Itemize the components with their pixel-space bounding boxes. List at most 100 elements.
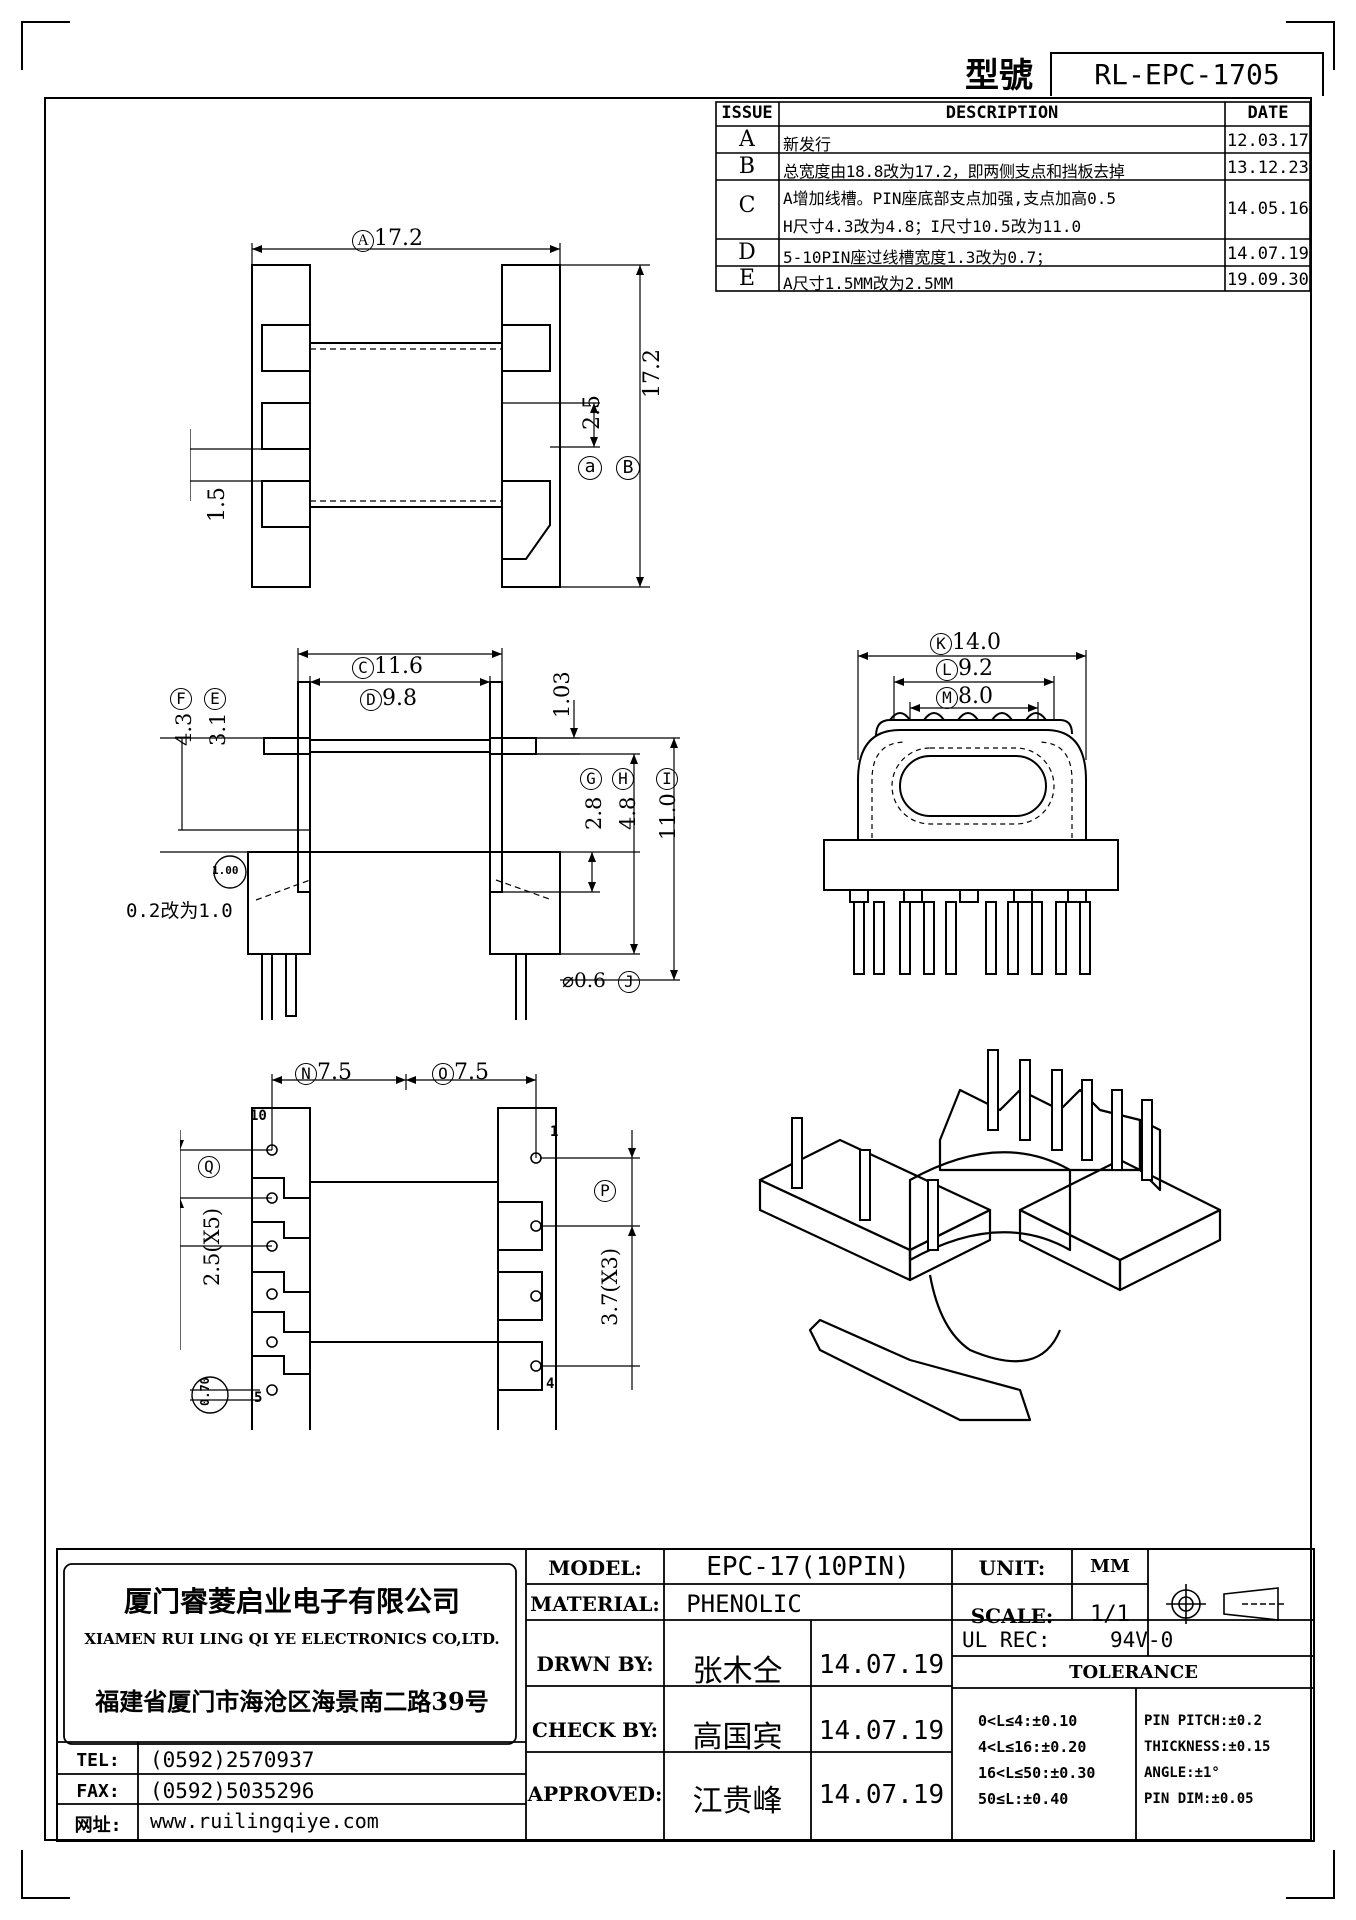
approved-by-name: 江贵峰 [692, 1784, 783, 1819]
pin-number: 4 [546, 1376, 555, 1392]
rev-header-description: DESCRIPTION [945, 103, 1059, 123]
rev-date: 13.12.23 [1227, 158, 1309, 178]
tolerance-item: ANGLE:±1° [1144, 1765, 1220, 1781]
rev-date: 14.07.19 [1227, 244, 1309, 264]
dim-value: 1.5 [205, 487, 230, 522]
rev-description: A尺寸1.5MM改为2.5MM [783, 274, 953, 293]
dim-value: 7.5 [317, 1060, 352, 1085]
dim-tag: A [352, 230, 374, 252]
dim-value: 2.5 [580, 395, 605, 430]
tolerance-item: PIN PITCH:±0.2 [1144, 1713, 1263, 1729]
revision-table-grid [715, 101, 1311, 292]
tolerance-item: 50≤L:±0.40 [978, 1790, 1069, 1808]
rev-description: H尺寸4.3改为4.8；I尺寸10.5改为11.0 [783, 217, 1082, 236]
dim-value: ⌀0.6 [562, 968, 606, 992]
dim-tag: I [656, 768, 678, 790]
tel-label: TEL: [76, 1750, 120, 1771]
dim-value: 2.8 [582, 796, 606, 830]
side-view [160, 648, 680, 1020]
rev-date: 12.03.17 [1227, 131, 1309, 151]
rev-date: 14.05.16 [1227, 199, 1309, 219]
dim-tag: F [170, 688, 192, 710]
dim-tag: N [295, 1063, 317, 1085]
company-name-cn: 厦门睿菱启业电子有限公司 [123, 1585, 460, 1618]
dim-value: 9.8 [382, 686, 417, 711]
drawn-date: 14.07.19 [818, 1650, 945, 1680]
dim-value: 4.8 [616, 796, 640, 830]
dim-value: 3.1 [206, 712, 230, 746]
projection-symbol-icon [1166, 1584, 1286, 1624]
pin-number: 5 [254, 1390, 263, 1406]
rev-issue: C [738, 193, 756, 218]
approved-label: APPROVED: [527, 1782, 663, 1806]
dim-value: 1.03 [550, 671, 574, 718]
rev-description: 新发行 [783, 135, 832, 154]
tolerance-list-left: 0<L≤4:±0.10 4<L≤16:±0.20 16<L≤50:±0.30 5… [978, 1708, 1095, 1812]
rev-description: 总宽度由18.8改为17.2，即两侧支点和挡板去掉 [783, 162, 1125, 181]
front-view [823, 650, 1119, 975]
dim-tag: Q [198, 1156, 220, 1178]
tel-value: (0592)2570937 [150, 1748, 315, 1772]
drawn-by-name: 张木仝 [692, 1654, 783, 1689]
dim-tag: D [360, 689, 382, 711]
rev-header-issue: ISSUE [721, 103, 773, 123]
dim-value: 7.5 [454, 1060, 489, 1085]
dim-value: 11.6 [374, 654, 423, 679]
dim-tag: P [594, 1180, 616, 1202]
scale-value: 1/1 [1090, 1602, 1130, 1627]
tolerance-item: 0<L≤4:±0.10 [978, 1712, 1078, 1730]
title-block [56, 1548, 1315, 1842]
top-view [190, 243, 650, 588]
pin-number: 10 [250, 1108, 267, 1124]
drawn-by-label: DRWN BY: [536, 1652, 654, 1676]
material-value: PHENOLIC [686, 1590, 802, 1618]
ul-label: UL REC: [962, 1628, 1051, 1652]
material-label: MATERIAL: [530, 1592, 660, 1616]
tolerance-item: 16<L≤50:±0.30 [978, 1764, 1096, 1782]
rev-issue: A [739, 127, 755, 152]
dim-tag: J [617, 971, 640, 993]
tolerance-item: THICKNESS:±0.15 [1144, 1739, 1271, 1755]
model-number: RL-EPC-1705 [1050, 52, 1324, 96]
dim-tag: E [204, 688, 226, 710]
company-name-en: XIAMEN RUI LING QI YE ELECTRONICS CO,LTD… [84, 1630, 500, 1648]
rev-description: A增加线槽。PIN座底部支点加强,支点加高0.5 [783, 189, 1117, 208]
dim-tag: L [936, 659, 958, 681]
dim-tag: O [432, 1063, 454, 1085]
tolerance-label: TOLERANCE [1069, 1662, 1198, 1683]
fax-value: (0592)5035296 [150, 1779, 315, 1803]
rev-description: 5-10PIN座过线槽宽度1.3改为0.7； [783, 248, 1053, 267]
tolerance-item: 4<L≤16:±0.20 [978, 1738, 1087, 1756]
ul-value: 94V-0 [1110, 1628, 1174, 1652]
scale-label: SCALE: [970, 1604, 1054, 1628]
dim-tag: K [930, 633, 952, 655]
bottom-view [180, 1074, 640, 1430]
isometric-view [758, 1049, 1222, 1422]
pin-number: 1 [550, 1124, 559, 1140]
check-by-label: CHECK BY: [531, 1718, 659, 1742]
dim-tag: B [616, 456, 640, 480]
unit-label: UNIT: [978, 1556, 1046, 1580]
dim-tag: a [578, 456, 602, 480]
dim-value: 17.2 [640, 349, 665, 398]
model-value: EPC-17(10PIN) [706, 1552, 910, 1582]
tolerance-item: PIN DIM:±0.05 [1144, 1791, 1254, 1807]
circle-note: 1.00 [212, 864, 239, 877]
dim-value: 11.0 [656, 793, 680, 840]
rev-issue: B [738, 154, 756, 179]
dim-value: 4.3 [172, 712, 196, 746]
rev-issue: D [738, 240, 756, 265]
dim-value: 8.0 [958, 684, 993, 709]
company-address: 福建省厦门市海沧区海景南二路39号 [95, 1687, 489, 1716]
rev-issue: E [738, 266, 756, 291]
dim-tag: G [580, 768, 602, 790]
dim-tag: M [936, 687, 958, 709]
web-label: 网址: [74, 1815, 122, 1836]
dim-value: 2.5(X5) [200, 1207, 224, 1286]
tolerance-list-right: PIN PITCH:±0.2 THICKNESS:±0.15 ANGLE:±1°… [1144, 1708, 1270, 1812]
rev-date: 19.09.30 [1227, 270, 1309, 290]
dim-tag: H [612, 768, 634, 790]
dim-value: 3.7(X3) [598, 1247, 622, 1326]
website-link[interactable]: www.ruilingqiye.com [150, 1809, 379, 1833]
change-note: 0.2改为1.0 [126, 900, 233, 922]
